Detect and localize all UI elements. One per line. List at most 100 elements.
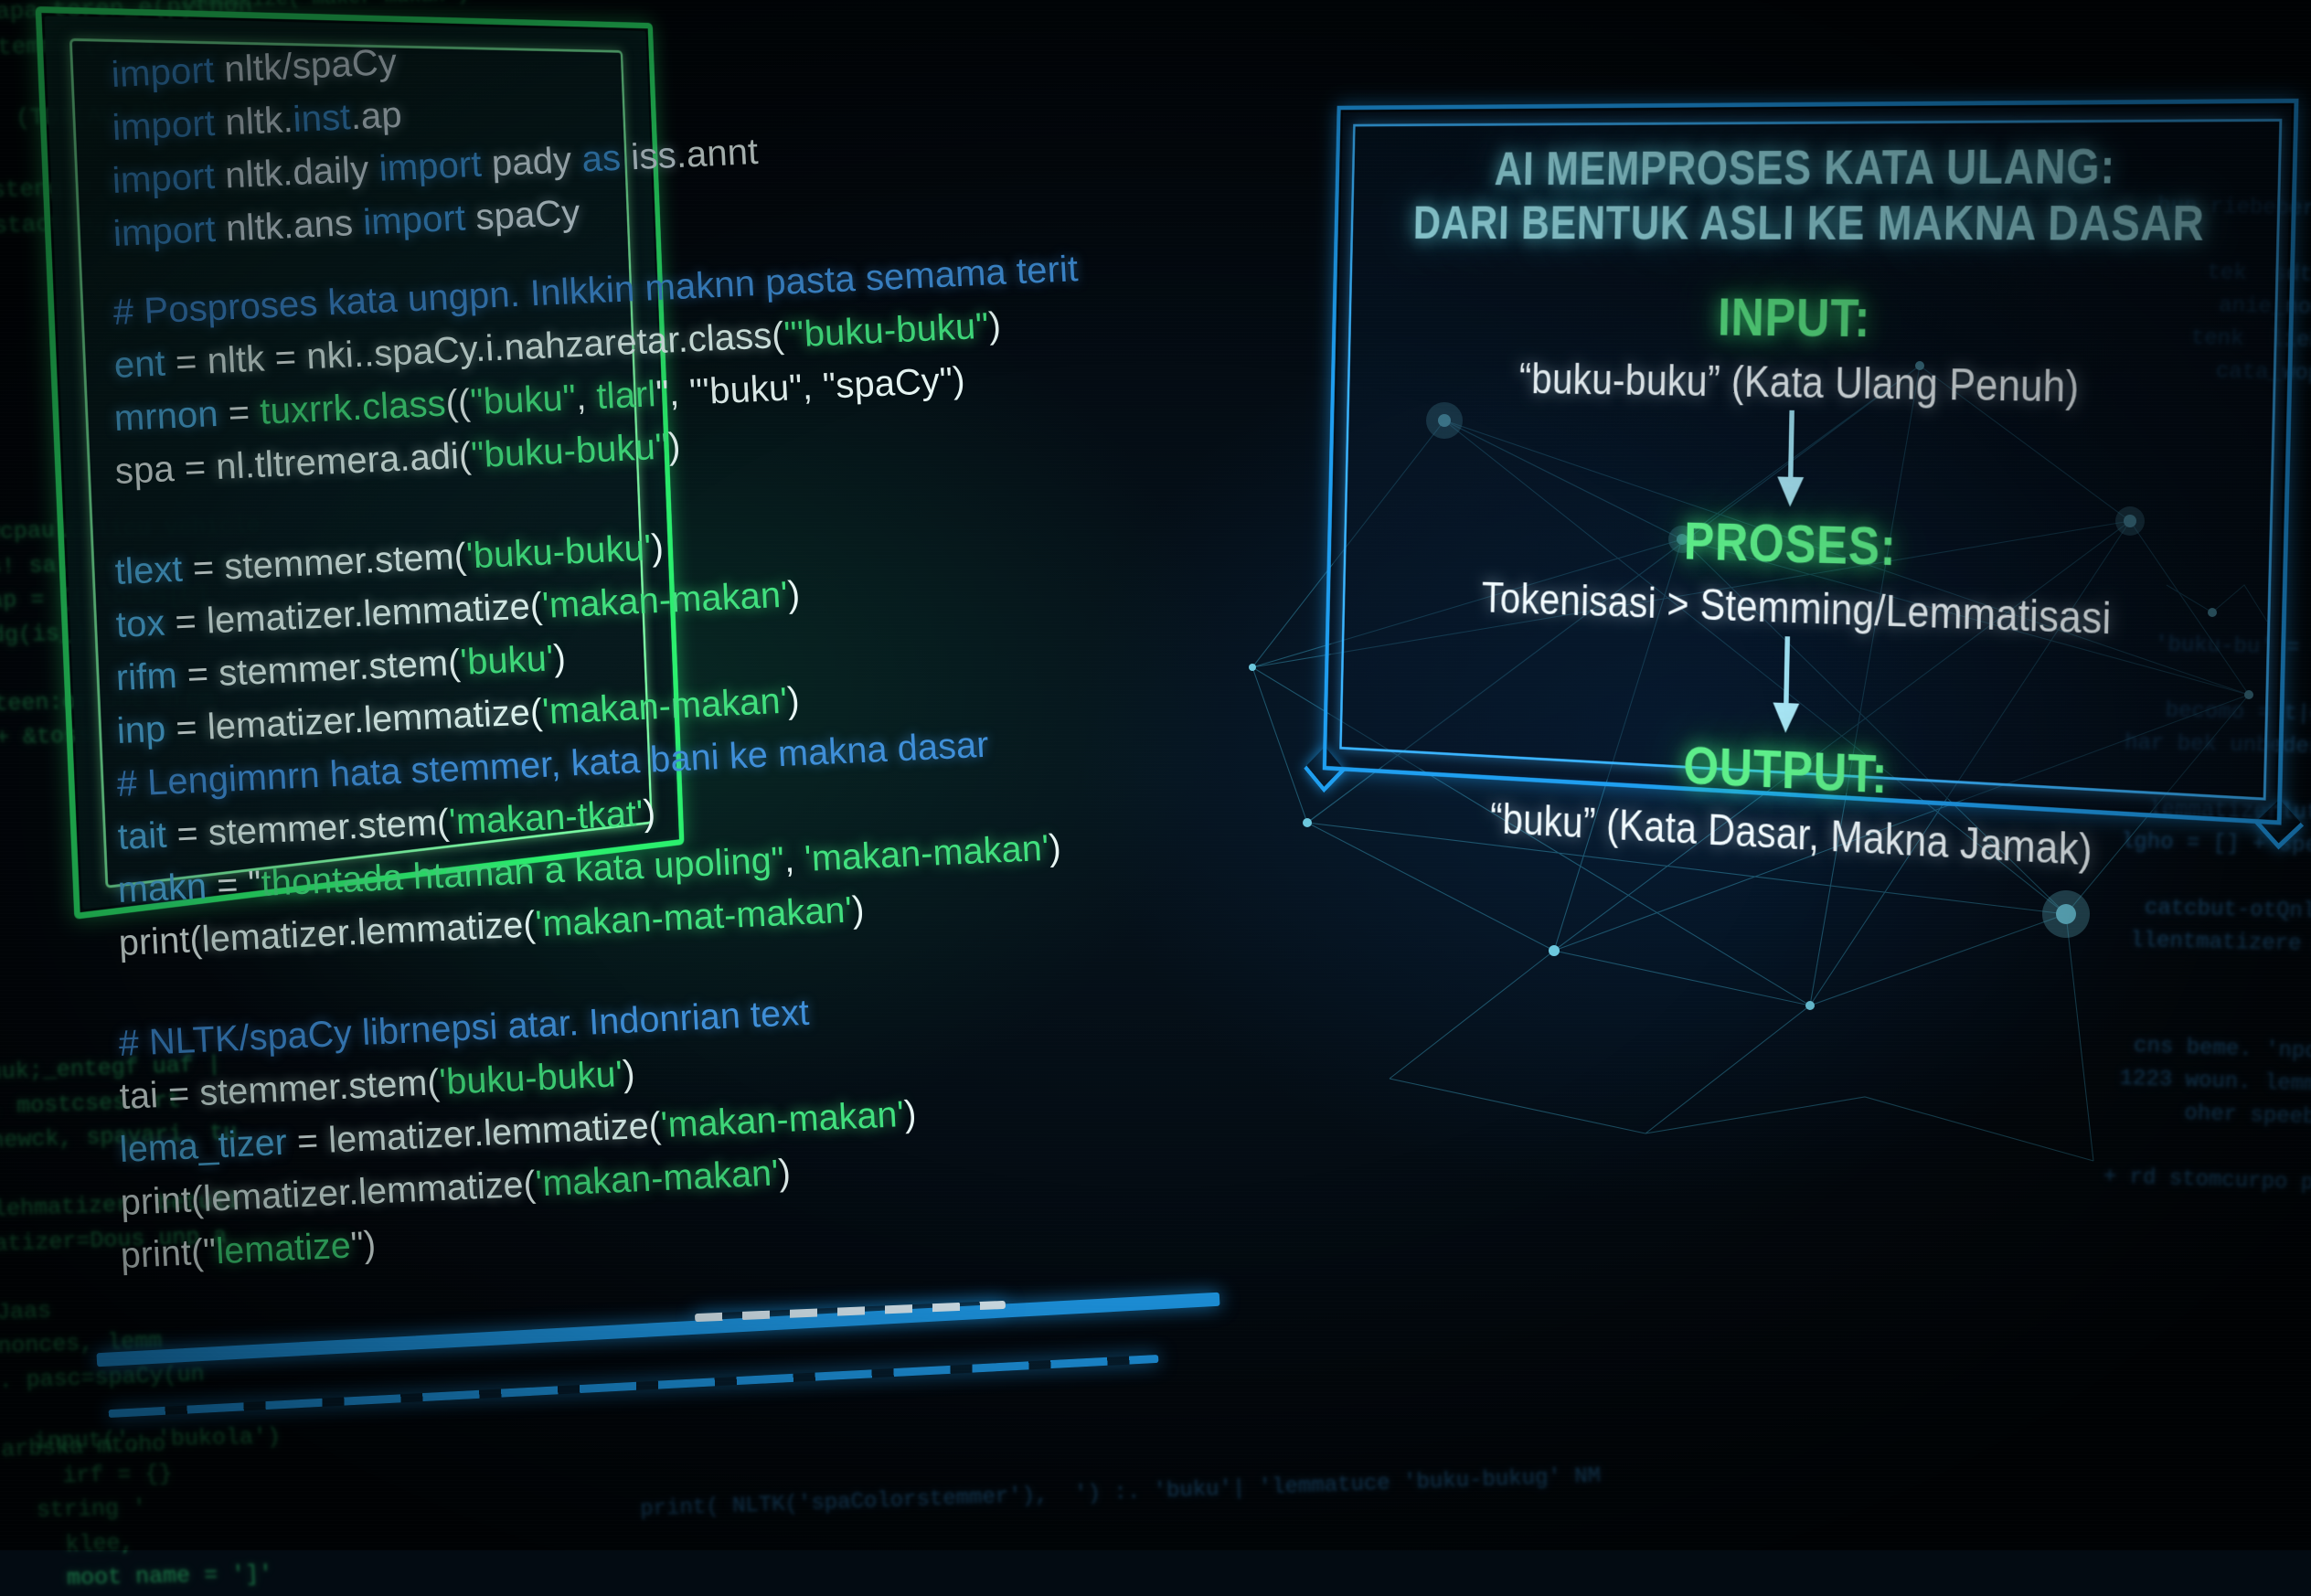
code-token: = [166, 1073, 201, 1115]
code-token: inp [115, 708, 177, 751]
code-token: = [216, 864, 250, 907]
code-token: pady [490, 139, 583, 185]
code-token: stemmer.stem [223, 537, 455, 588]
code-token: ) [785, 680, 801, 721]
code-token: lema_tizer [118, 1122, 299, 1170]
code-token: = [174, 707, 208, 750]
code-token: tai [118, 1074, 169, 1117]
stage-input: INPUT: “buku-buku” (Kata Ulang Penuh) [1332, 286, 2294, 416]
code-token: ") [349, 1224, 378, 1266]
code-token: daily [292, 148, 380, 194]
code-token: .annt [675, 131, 760, 176]
code-line: tai = stemmer.stem('buku-buku') [118, 1053, 635, 1118]
code-token: ) [986, 304, 1002, 346]
code-token: mrnon [112, 393, 229, 439]
code-token: iss [630, 135, 677, 178]
code-line: rifm = stemmer.stem('buku') [115, 638, 567, 699]
code-token: , [574, 377, 598, 419]
background-code-bottom-mid: print( NLTK('spaColorstemmer'), ') :. 'b… [639, 1463, 1602, 1523]
code-token: import [110, 49, 226, 95]
code-token: tlarl [595, 374, 657, 418]
code-token: = [173, 601, 208, 644]
code-token: # NLTK/spaCy librnepsi atar. Indonrian t… [117, 992, 811, 1064]
code-token: tlext [113, 548, 195, 592]
code-token: nltk. [223, 100, 294, 144]
arrow-down-icon [1776, 410, 1805, 507]
info-title-line-2: DARI BENTUK ASLI KE MAKNA DASAR [1412, 193, 2206, 251]
code-token: tuxrrk.class [259, 383, 447, 432]
code-token: print( [119, 1178, 205, 1223]
code-token: nl.tltremera.adi [214, 435, 460, 487]
info-title-line-1: AI MEMPROSES KATA ULANG: [1494, 137, 2116, 196]
code-token: ", "'buku", "spaCy") [655, 359, 966, 415]
code-token: spaCy [474, 192, 581, 238]
background-code-right-low: cns beme. 'npct 1223 woun. lemmt oher sp… [2103, 1034, 2311, 1197]
code-token: "'buku-buku" [783, 305, 990, 356]
code-token: print(" [119, 1231, 218, 1276]
code-token: 'makan-makan' [804, 827, 1050, 879]
code-token: = [191, 547, 226, 590]
code-token: = [174, 341, 208, 383]
code-token: lematize [215, 1225, 353, 1272]
code-token: lematizer.lemmatize [201, 1165, 525, 1219]
code-token: lematizer.lemmatize [206, 692, 531, 748]
blue-accent-bar-primary [96, 1292, 1220, 1367]
code-token: makn [116, 866, 218, 910]
code-token: 'buku-buku' [438, 1054, 623, 1103]
code-token: nltk. [224, 206, 294, 250]
code-token: = [273, 336, 307, 378]
code-token: ent [112, 342, 176, 386]
code-token: tox [114, 602, 176, 645]
info-panel-content: AI MEMPROSES KATA ULANG: DARI BENTUK ASL… [1325, 137, 2296, 875]
code-token: spa [113, 448, 186, 492]
arrow-input-to-proses [1330, 400, 2291, 524]
code-line: print("lematize") [120, 1224, 378, 1277]
code-token: 'makan-mat-makan' [534, 889, 853, 945]
code-token: stemmer.stem [207, 803, 438, 854]
code-token: "buku-buku" [469, 426, 669, 476]
code-token: stemmer.stem [197, 1062, 429, 1113]
code-token: 'makan-makan' [540, 574, 789, 626]
code-token: lematizer.lemmatize [327, 1105, 650, 1161]
code-token: 'makan-makan' [659, 1094, 906, 1146]
code-token: 'makan-tkat' [447, 793, 644, 843]
code-token: as [580, 137, 633, 180]
code-token: ) [552, 637, 568, 679]
code-token: 'buku' [459, 638, 555, 683]
code-token: stemmer.stem [218, 643, 450, 694]
code-token: ) [621, 1053, 636, 1094]
code-token: thontada htaman a kata upoling" [260, 839, 786, 904]
code-token: ) [666, 425, 682, 467]
code-token: ) [1048, 827, 1062, 868]
code-token: ans [292, 202, 364, 247]
code-token: = [295, 1120, 330, 1163]
code-token: import [112, 208, 227, 254]
code-token: print( [117, 919, 203, 963]
code-token: .ap [348, 94, 403, 138]
code-token: (( [444, 382, 472, 424]
code-token: nki..spaCy.i.nahzaretar.class [304, 315, 772, 378]
code-token: 'buku-buku' [464, 527, 653, 577]
code-token: lematizer.lemmatize [200, 904, 525, 960]
background-code-bottom-left: input(', 'bukola') irf = {} string ' kle… [33, 1423, 282, 1592]
code-token: ) [650, 527, 666, 569]
code-token: "buku" [469, 378, 578, 423]
code-token: nltk/spaCy [223, 41, 399, 90]
code-token: ) [903, 1093, 918, 1135]
code-token: = [186, 653, 220, 696]
code-token: 'makan-makan' [540, 680, 788, 732]
code-token: tait [116, 814, 178, 857]
code-line: import nltk.inst.ap [111, 95, 402, 149]
code-token: ) [777, 1152, 792, 1194]
code-token: nltk. [224, 153, 294, 197]
code-token: import [361, 197, 477, 243]
code-token: import [111, 102, 227, 148]
stage-input-label: INPUT: [1717, 287, 1872, 350]
code-token: ) [642, 793, 656, 834]
code-line: spa = nl.tltremera.adi("buku-buku") [113, 426, 681, 493]
code-token: lematizer.lemmatize [205, 586, 531, 642]
code-line: import nltk.ans import spaCy [112, 193, 580, 255]
code-token: ) [850, 888, 866, 931]
code-token: nltk [206, 338, 276, 382]
